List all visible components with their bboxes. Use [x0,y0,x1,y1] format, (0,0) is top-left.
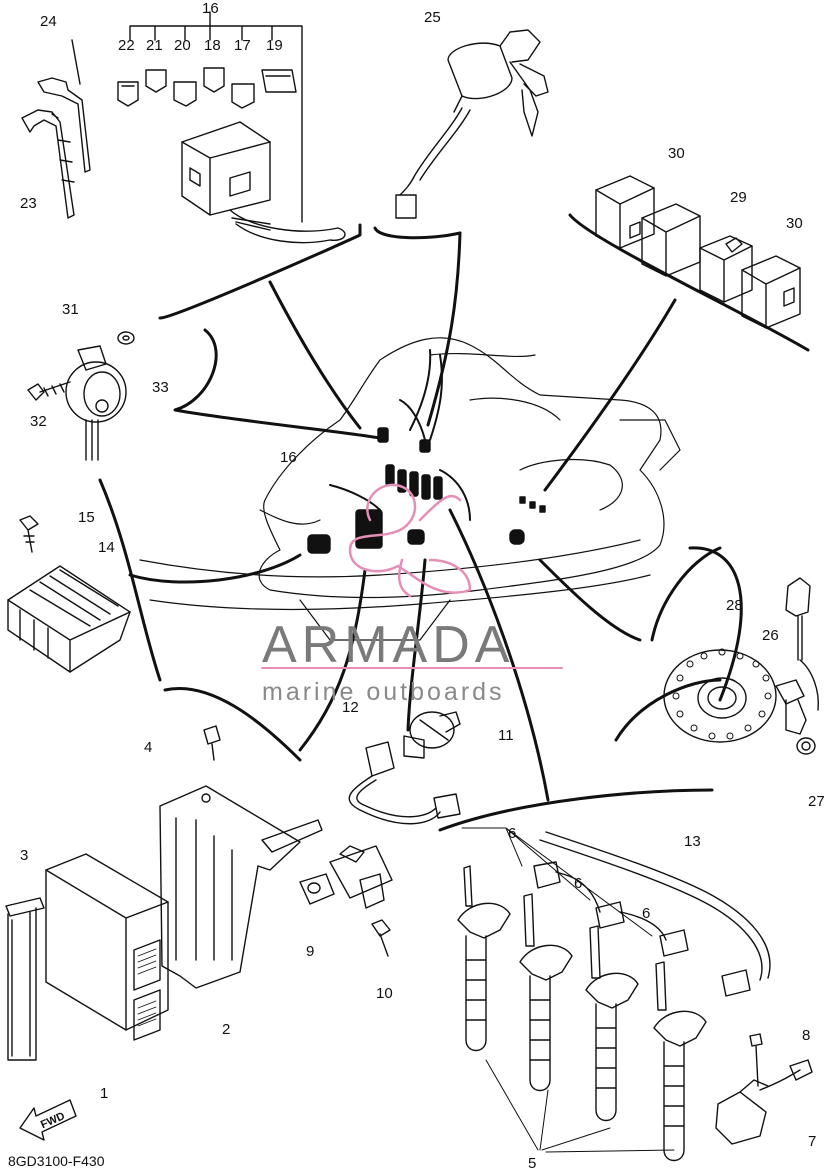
callout-5-leaders [461,827,675,1153]
callout-7: 7 [808,1133,816,1150]
callout-22: 22 [118,37,135,54]
watermark-tagline: marine outboards [262,678,505,706]
callout-31: 31 [62,301,79,318]
fuse-19 [261,69,297,93]
callout-33: 33 [152,379,169,396]
drawing-code: 8GD3100-F430 [8,1153,105,1169]
main-switch-25 [395,29,549,219]
cable-tie-23 [21,109,75,219]
sensor-11 [403,711,461,759]
horn-31 [65,345,127,461]
bolt-4 [203,725,221,761]
callout-29: 29 [730,189,747,206]
pickup-rotor-28 [663,648,777,743]
callout-10: 10 [376,985,393,1002]
rectifier-connector [307,534,331,554]
callout-9: 9 [306,943,314,960]
relay-30c [741,255,801,329]
callout-23: 23 [20,195,37,212]
relay-30a [595,175,655,249]
fuse-box [181,121,346,244]
callout-6-a: 6 [508,825,516,842]
callout-1: 1 [100,1085,108,1102]
watermark-emblem [348,483,472,598]
callout-13: 13 [684,833,701,850]
bolt-15 [19,515,39,553]
fuse-20 [173,81,197,107]
ignition-coil-2 [519,893,573,1092]
ignition-coil-1 [457,865,511,1052]
ecu-position [355,509,383,549]
harness-3 [5,897,45,1061]
fuse-17 [231,83,255,109]
bracket-2 [159,785,323,989]
ecu-1 [45,853,169,1041]
relay-29 [699,235,753,303]
harness-12 [348,741,461,825]
callout-27: 27 [808,793,825,810]
sensor-9 [299,845,393,909]
callout-6-b: 6 [574,875,582,892]
callout-28: 28 [726,597,743,614]
callout-18: 18 [204,37,221,54]
fuse-22 [117,81,139,107]
callout-17: 17 [234,37,251,54]
callout-15: 15 [78,509,95,526]
callout-24: 24 [40,13,57,30]
callout-21: 21 [146,37,163,54]
grommet-27 [796,737,816,755]
central-harness [329,349,471,521]
callout-26: 26 [762,627,779,644]
crank-sensor-26 [775,577,819,735]
callout-5: 5 [528,1155,536,1172]
speed-sensor-7 [715,1059,813,1145]
callout-12: 12 [342,699,359,716]
callout-14: 14 [98,539,115,556]
cable-tie-24 [37,39,91,173]
callout-25: 25 [424,9,441,26]
fuse-18 [203,67,225,93]
callout-32: 32 [30,413,47,430]
bolt-8 [749,1033,763,1087]
fwd-arrow [19,1099,77,1141]
watermark-brand: ARMADA [262,616,514,674]
washer-33 [117,331,135,345]
callout-4: 4 [144,739,152,756]
callout-11: 11 [498,727,514,744]
callout-8: 8 [802,1027,810,1044]
callout-16-center: 16 [280,449,297,466]
fuse-21 [145,69,167,93]
callout-16-top: 16 [202,0,219,17]
central-components [307,427,546,554]
callout-2: 2 [222,1021,230,1038]
regulator-14 [7,565,131,673]
ignition-coil-4 [653,961,707,1162]
callout-labels: 16 22 21 20 18 17 19 24 23 25 30 29 30 3… [8,0,825,1172]
sensor-position [509,529,525,545]
callout-30-right: 30 [786,215,803,232]
callout-20: 20 [174,37,191,54]
bolt-10 [371,919,391,957]
callout-3: 3 [20,847,28,864]
bolt-32 [27,381,71,401]
harness-13 [533,831,771,997]
callout-19: 19 [266,37,283,54]
ignition-coil-3 [585,925,639,1122]
fuse-set [117,11,303,223]
callout-30-upper: 30 [668,145,685,162]
callout-6-c: 6 [642,905,650,922]
